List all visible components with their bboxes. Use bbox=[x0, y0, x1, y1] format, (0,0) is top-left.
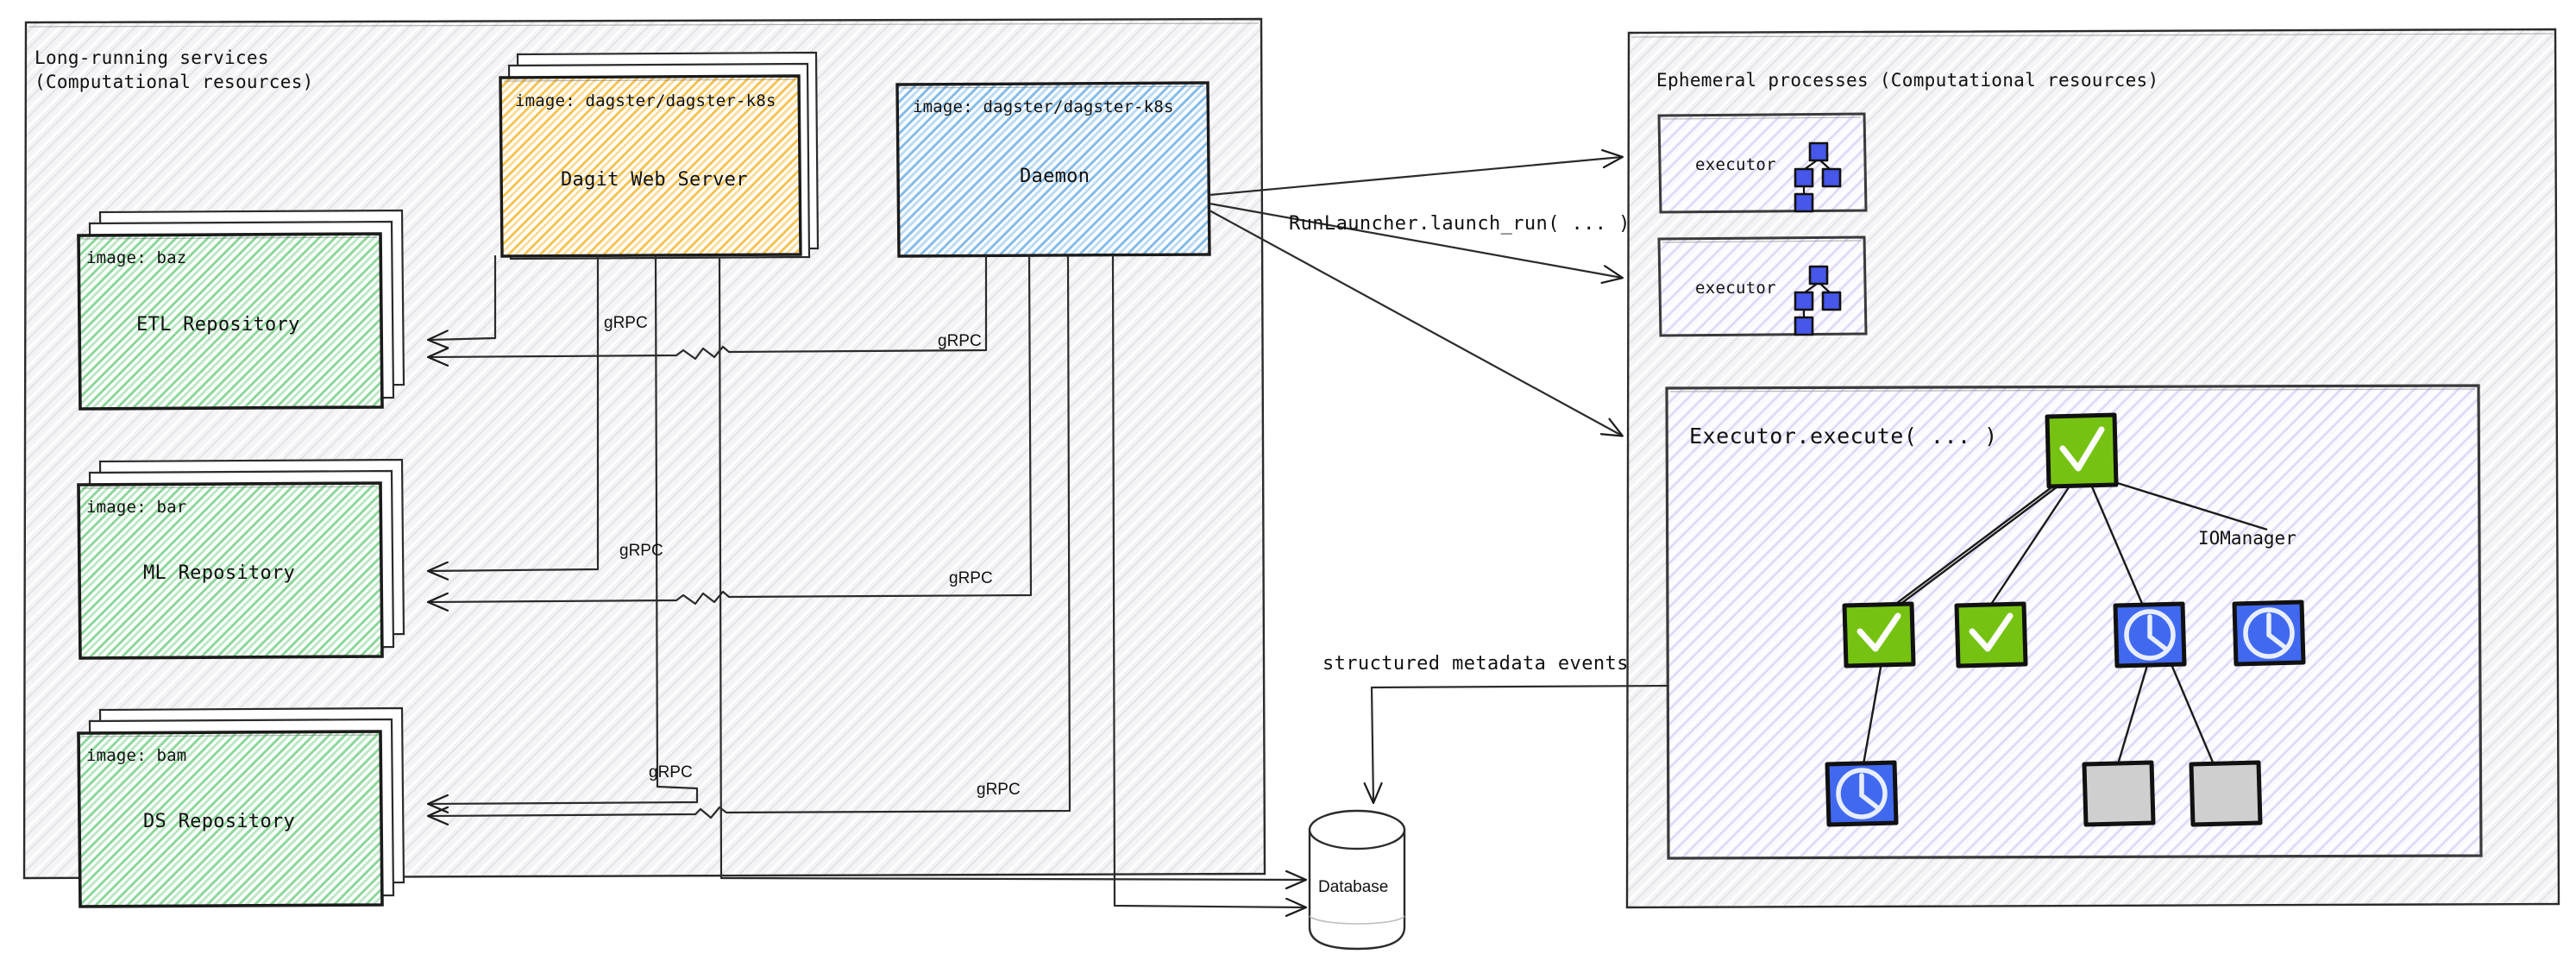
graph-node-g3[interactable] bbox=[2189, 760, 2263, 827]
repo-image-ml: image: bar bbox=[86, 498, 187, 517]
iomanager-label: IOManager bbox=[2198, 528, 2296, 549]
grpc-label-6: gRPC bbox=[977, 781, 1021, 799]
execution-graph-edges bbox=[1862, 480, 2268, 765]
grpc-label-5: gRPC bbox=[649, 763, 693, 781]
repo-name-ds: DS Repository bbox=[143, 811, 296, 832]
service-image-dagit: image: dagster/dagster-k8s bbox=[515, 91, 776, 110]
blank-icon bbox=[2082, 760, 2156, 827]
grpc-label-1: gRPC bbox=[604, 314, 648, 332]
node-graph-icon bbox=[1794, 265, 1842, 336]
left-panel-title-line1: Long-running services bbox=[35, 47, 269, 68]
node-graph-icon bbox=[1794, 141, 1842, 213]
graph-node-root[interactable] bbox=[2045, 412, 2119, 489]
left-panel-title-line2: (Computational resources) bbox=[35, 72, 314, 92]
right-panel-title: Ephemeral processes (Computational resou… bbox=[1656, 70, 2159, 91]
metadata-events-label: structured metadata events bbox=[1323, 653, 1629, 675]
executor-label-2: executor bbox=[1695, 279, 1776, 298]
graph-node-c2[interactable] bbox=[1954, 601, 2028, 668]
service-name-dagit: Dagit Web Server bbox=[561, 169, 748, 191]
check-icon bbox=[1857, 612, 1901, 652]
service-daemon[interactable] bbox=[895, 81, 1211, 258]
repo-name-etl: ETL Repository bbox=[136, 314, 300, 336]
metadata-events-arrow bbox=[1372, 684, 1669, 802]
executor-box-1[interactable] bbox=[1657, 112, 1868, 214]
service-name-daemon: Daemon bbox=[1020, 166, 1090, 187]
repository-stack-etl[interactable] bbox=[77, 209, 405, 411]
graph-node-g2[interactable] bbox=[2082, 760, 2156, 827]
service-image-daemon: image: dagster/dagster-k8s bbox=[913, 97, 1174, 116]
grpc-connectors bbox=[429, 254, 1305, 907]
grpc-label-4: gRPC bbox=[949, 569, 993, 587]
executor-execute-title: Executor.execute( ... ) bbox=[1689, 424, 1998, 449]
grpc-label-3: gRPC bbox=[619, 542, 663, 560]
database-label: Database bbox=[1318, 878, 1389, 896]
repository-stack-ds[interactable] bbox=[77, 706, 405, 908]
graph-node-c3[interactable] bbox=[2113, 601, 2187, 668]
run-launcher-arrows bbox=[1209, 157, 1622, 436]
service-dagit-web-server[interactable] bbox=[499, 51, 820, 260]
executor-box-2[interactable] bbox=[1657, 235, 1868, 337]
repo-image-etl: image: baz bbox=[86, 248, 187, 267]
executor-label-1: executor bbox=[1695, 155, 1776, 174]
graph-node-c4[interactable] bbox=[2232, 599, 2306, 667]
repository-stack-ml[interactable] bbox=[77, 458, 405, 660]
clock-icon bbox=[2124, 609, 2176, 661]
graph-node-g1[interactable] bbox=[1825, 760, 1899, 827]
repo-image-ds: image: bam bbox=[86, 746, 187, 765]
check-icon bbox=[1969, 612, 2014, 652]
graph-node-c1[interactable] bbox=[1842, 601, 1916, 668]
clock-icon bbox=[1836, 768, 1888, 819]
blank-icon bbox=[2189, 760, 2263, 827]
grpc-label-2: gRPC bbox=[938, 332, 982, 350]
run-launcher-label: RunLauncher.launch_run( ... ) bbox=[1289, 213, 1630, 235]
executor-execute-panel bbox=[1665, 384, 2483, 860]
repo-name-ml: ML Repository bbox=[143, 562, 296, 584]
clock-icon bbox=[2243, 607, 2295, 659]
check-icon bbox=[2059, 426, 2105, 472]
database-cylinder[interactable] bbox=[1308, 809, 1406, 951]
